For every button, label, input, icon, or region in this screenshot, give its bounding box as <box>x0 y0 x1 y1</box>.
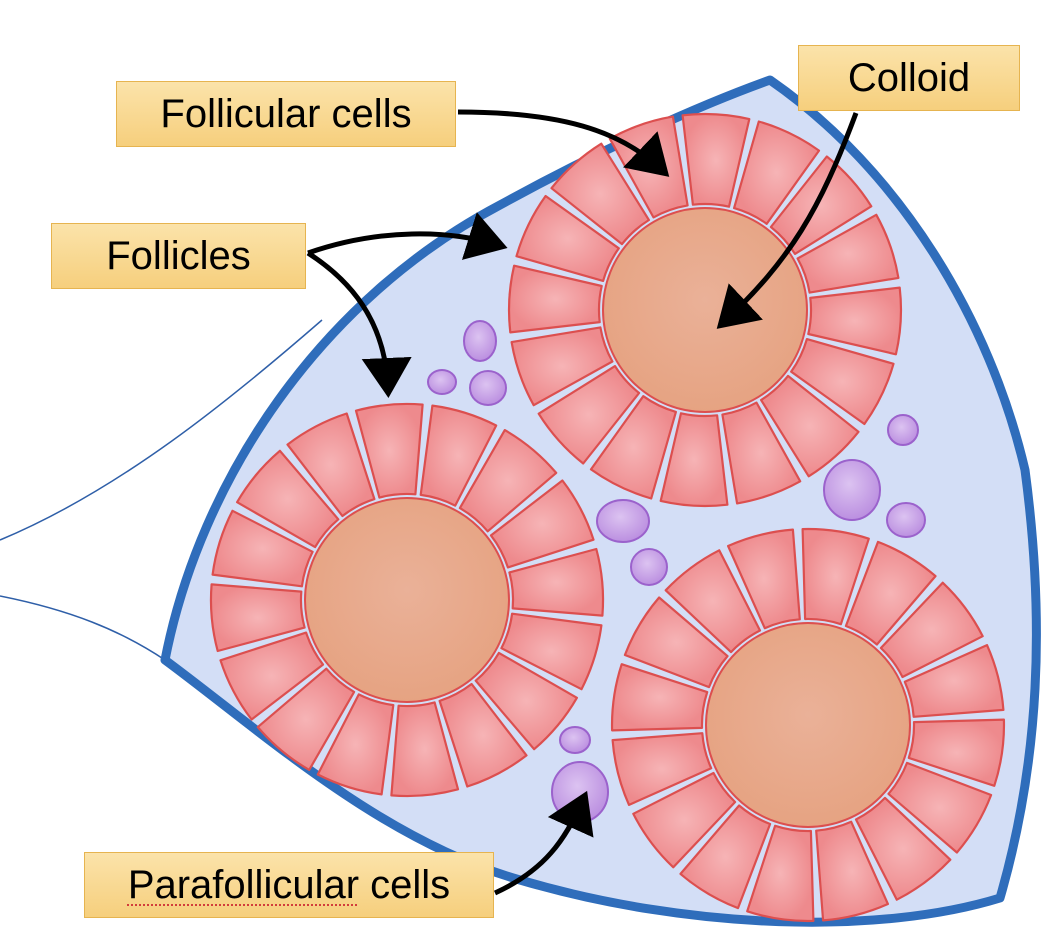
arrow-parafollicular-cells <box>493 790 594 896</box>
follicle-top-right <box>507 112 903 508</box>
follicular-cell <box>256 667 356 771</box>
parafollicular-cells-group <box>427 320 926 823</box>
arrow-colloid <box>716 112 859 329</box>
follicular-cell <box>887 761 993 854</box>
colloid <box>705 622 911 828</box>
parafollicular-cell <box>469 370 507 406</box>
follicular-cell <box>746 824 815 923</box>
follicular-cell <box>907 718 1006 787</box>
label-follicular-cells: Follicular cells <box>116 81 456 147</box>
follicular-cell <box>508 547 605 617</box>
follicular-cell <box>286 412 376 518</box>
follicular-cell <box>664 549 762 654</box>
follicular-cell <box>211 509 314 588</box>
follicular-cell <box>510 326 614 407</box>
parafollicular-cell <box>559 726 591 754</box>
follicular-cell <box>854 796 952 901</box>
colloid <box>304 497 510 703</box>
follicular-cell <box>316 693 395 796</box>
follicular-cell <box>769 155 873 255</box>
label-follicles: Follicles <box>51 223 306 289</box>
follicular-cell <box>611 732 713 806</box>
follicles-group <box>209 112 1006 923</box>
follicular-cell <box>610 663 709 732</box>
follicular-cell <box>681 112 751 208</box>
follicular-cell <box>419 404 498 507</box>
follicular-cell <box>507 264 603 334</box>
follicle-bottom-right <box>610 527 1006 923</box>
follicular-cell <box>733 120 821 225</box>
follicular-cell <box>721 401 802 505</box>
follicular-cell <box>790 338 895 426</box>
follicular-cell <box>903 644 1005 718</box>
follicular-cell <box>659 412 729 508</box>
follicular-cell <box>500 612 603 691</box>
colloid <box>602 207 808 413</box>
follicular-cell <box>632 771 737 869</box>
follicular-cell <box>219 631 325 721</box>
arrow-follicular-cells <box>457 109 670 177</box>
parafollicular-cell <box>823 459 881 521</box>
follicular-cell <box>760 374 860 478</box>
follicular-cell <box>537 365 641 465</box>
follicular-cell <box>844 540 937 646</box>
follicular-cell <box>807 286 903 356</box>
parafollicular-cell <box>887 414 919 446</box>
label-colloid: Colloid <box>798 45 1020 111</box>
follicular-cell <box>589 395 677 500</box>
parafollicular-cell <box>596 499 650 543</box>
follicular-cell <box>354 402 424 499</box>
label-colloid-text: Colloid <box>847 56 971 100</box>
follicular-cell <box>623 596 729 689</box>
follicular-cell <box>550 142 650 246</box>
follicular-cell <box>815 820 889 922</box>
follicular-cell <box>679 804 772 910</box>
follicular-cell <box>209 583 306 653</box>
label-parafollicular-cells: Parafollicular cells <box>84 852 494 918</box>
label-follicular-cells-text: Follicular cells <box>160 92 412 136</box>
follicular-cell <box>796 213 900 294</box>
label-follicles-text: Follicles <box>106 234 251 278</box>
label-parafollicular-word: Parafollicular <box>127 863 360 907</box>
follicular-cell <box>489 479 595 569</box>
arrow-follicles-upper <box>307 212 508 260</box>
follicle-left <box>209 402 605 798</box>
parafollicular-cell <box>463 320 497 362</box>
follicular-cell <box>390 701 460 798</box>
follicular-cell <box>801 527 870 626</box>
connector-line-upper <box>0 319 323 541</box>
label-parafollicular-suffix: cells <box>359 863 451 907</box>
parafollicular-cell <box>551 761 609 823</box>
arrow-follicles-lower <box>306 250 412 398</box>
follicular-cell <box>458 429 558 533</box>
connector-line-lower <box>0 595 166 661</box>
follicular-cell <box>438 682 528 788</box>
follicular-cell <box>727 528 801 630</box>
parafollicular-cell <box>427 369 457 395</box>
parafollicular-cell <box>886 502 926 538</box>
follicular-cell <box>879 581 984 679</box>
parafollicular-cell <box>630 548 668 586</box>
follicular-cell <box>474 651 578 751</box>
follicular-cell <box>515 194 620 282</box>
follicular-cell <box>236 449 340 549</box>
